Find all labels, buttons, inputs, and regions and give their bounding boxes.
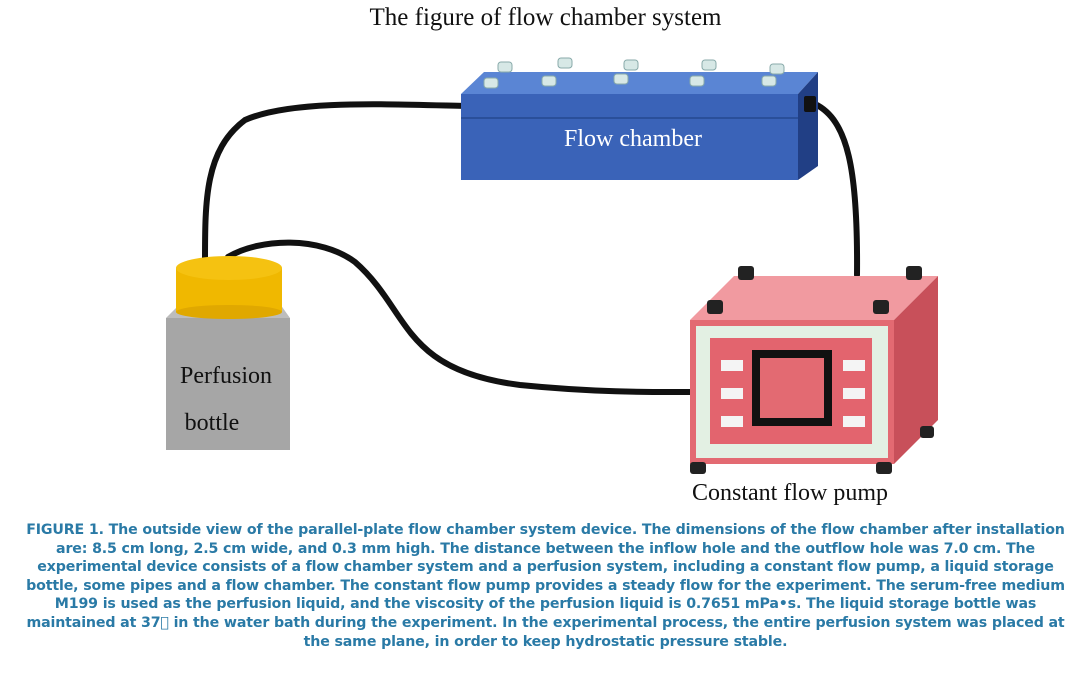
figure-title: The figure of flow chamber system — [369, 4, 722, 31]
tube-chamber-to-pump — [812, 101, 861, 278]
flow-chamber-icon: Flow chamber — [461, 57, 818, 180]
tube-bottle-to-pump — [225, 239, 693, 396]
flow-chamber-system-diagram: Flow chamber Perfusion bottle — [166, 57, 938, 506]
perfusion-bottle-icon: Perfusion bottle — [166, 256, 290, 450]
tube-bottle-to-chamber — [202, 101, 469, 265]
constant-flow-pump-icon: Constant flow pump — [690, 266, 938, 506]
perfusion-label-line2: bottle — [185, 410, 240, 436]
flow-chamber-label: Flow chamber — [564, 126, 702, 152]
perfusion-label-line1: Perfusion — [180, 363, 272, 389]
figure-caption: FIGURE 1. The outside view of the parall… — [26, 522, 1065, 650]
pump-label: Constant flow pump — [692, 480, 888, 506]
tubing-icon — [202, 101, 861, 396]
